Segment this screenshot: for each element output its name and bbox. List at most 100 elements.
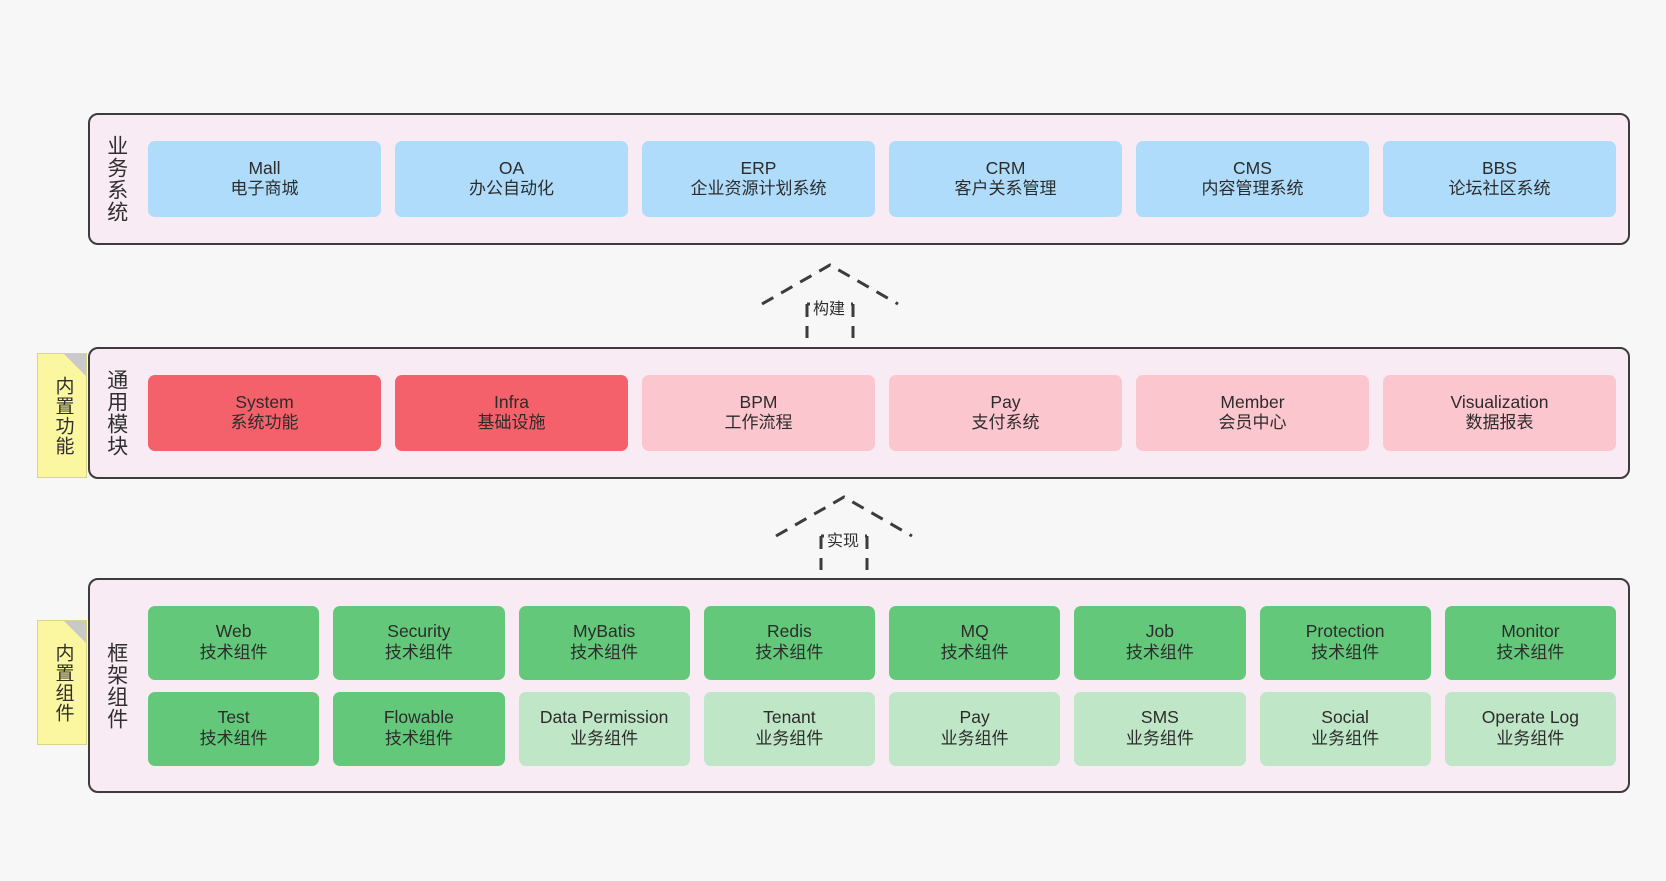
card-pay-module-title: Pay — [990, 391, 1021, 412]
card-member-title: Member — [1220, 391, 1285, 412]
card-member-subtitle: 会员中心 — [1218, 413, 1287, 433]
card-data-permission-title: Data Permission — [539, 707, 669, 728]
card-visualization-title: Visualization — [1450, 391, 1549, 412]
card-social-subtitle: 业务组件 — [1311, 728, 1380, 748]
card-bbs-subtitle: 论坛社区系统 — [1448, 179, 1551, 199]
card-mq-subtitle: 技术组件 — [940, 642, 1009, 662]
connector-implement: 实现 — [774, 494, 914, 572]
note-fold-corner-icon — [64, 354, 86, 376]
card-visualization[interactable]: Visualization 数据报表 — [1383, 375, 1616, 451]
card-mybatis-subtitle: 技术组件 — [570, 642, 639, 662]
card-flowable[interactable]: Flowable 技术组件 — [333, 691, 505, 766]
module-card-row: System 系统功能 Infra 基础设施 BPM 工作流程 Pay 支付系统… — [148, 375, 1616, 451]
card-web-subtitle: 技术组件 — [199, 642, 268, 662]
card-social[interactable]: Social 业务组件 — [1259, 691, 1431, 766]
card-tenant-subtitle: 业务组件 — [755, 728, 824, 748]
card-tenant[interactable]: Tenant 业务组件 — [703, 691, 875, 766]
card-flowable-title: Flowable — [383, 707, 454, 728]
note-builtin-components: 内置组件 — [37, 620, 87, 745]
card-test-title: Test — [217, 707, 250, 728]
note-builtin-features: 内置功能 — [37, 353, 87, 478]
card-security[interactable]: Security 技术组件 — [333, 605, 505, 680]
layer-framework-components-body: Web 技术组件 Security 技术组件 MyBatis 技术组件 Redi… — [142, 580, 1628, 791]
card-crm-subtitle: 客户关系管理 — [954, 179, 1057, 199]
card-redis[interactable]: Redis 技术组件 — [703, 605, 875, 680]
connector-build-label: 构建 — [810, 295, 849, 319]
card-monitor-subtitle: 技术组件 — [1496, 642, 1565, 662]
card-flowable-subtitle: 技术组件 — [384, 728, 453, 748]
card-job[interactable]: Job 技术组件 — [1074, 605, 1246, 680]
card-mybatis[interactable]: MyBatis 技术组件 — [518, 605, 690, 680]
card-erp[interactable]: ERP 企业资源计划系统 — [642, 141, 875, 217]
card-oa[interactable]: OA 办公自动化 — [395, 141, 628, 217]
card-operate-log-subtitle: 业务组件 — [1496, 728, 1565, 748]
card-bpm-subtitle: 工作流程 — [724, 413, 793, 433]
card-sms-subtitle: 业务组件 — [1125, 728, 1194, 748]
card-member[interactable]: Member 会员中心 — [1136, 375, 1369, 451]
framework-biz-row: Test 技术组件 Flowable 技术组件 Data Permission … — [148, 691, 1616, 766]
card-data-permission[interactable]: Data Permission 业务组件 — [518, 691, 690, 766]
card-crm[interactable]: CRM 客户关系管理 — [889, 141, 1122, 217]
card-protection[interactable]: Protection 技术组件 — [1259, 605, 1431, 680]
card-tenant-title: Tenant — [763, 707, 816, 728]
card-cms-title: CMS — [1233, 157, 1272, 178]
card-system-subtitle: 系统功能 — [230, 413, 299, 433]
card-mall-title: Mall — [248, 157, 281, 178]
card-monitor-title: Monitor — [1501, 621, 1560, 642]
card-mall-subtitle: 电子商城 — [230, 179, 299, 199]
card-pay-component[interactable]: Pay 业务组件 — [889, 691, 1061, 766]
card-bpm[interactable]: BPM 工作流程 — [642, 375, 875, 451]
card-security-subtitle: 技术组件 — [384, 642, 453, 662]
card-mybatis-title: MyBatis — [573, 621, 636, 642]
connector-implement-label: 实现 — [824, 527, 863, 551]
business-card-row: Mall 电子商城 OA 办公自动化 ERP 企业资源计划系统 CRM 客户关系… — [148, 141, 1616, 217]
layer-framework-components: 框架组件 Web 技术组件 Security 技术组件 MyBatis 技术组件 — [88, 578, 1630, 793]
card-test[interactable]: Test 技术组件 — [148, 691, 320, 766]
card-infra[interactable]: Infra 基础设施 — [395, 375, 628, 451]
card-operate-log[interactable]: Operate Log 业务组件 — [1444, 691, 1616, 766]
layer-framework-components-label: 框架组件 — [104, 641, 128, 730]
card-oa-subtitle: 办公自动化 — [469, 179, 554, 199]
card-erp-subtitle: 企业资源计划系统 — [690, 179, 827, 199]
card-web[interactable]: Web 技术组件 — [148, 605, 320, 680]
card-cms-subtitle: 内容管理系统 — [1201, 179, 1304, 199]
card-protection-subtitle: 技术组件 — [1311, 642, 1380, 662]
card-erp-title: ERP — [740, 157, 777, 178]
card-visualization-subtitle: 数据报表 — [1465, 413, 1534, 433]
connector-build: 构建 — [760, 262, 900, 340]
card-sms[interactable]: SMS 业务组件 — [1074, 691, 1246, 766]
layer-business-system-body: Mall 电子商城 OA 办公自动化 ERP 企业资源计划系统 CRM 客户关系… — [142, 115, 1628, 243]
card-bbs-title: BBS — [1481, 157, 1518, 178]
card-system-title: System — [235, 391, 294, 412]
card-protection-title: Protection — [1305, 621, 1385, 642]
layer-common-modules-body: System 系统功能 Infra 基础设施 BPM 工作流程 Pay 支付系统… — [142, 349, 1628, 477]
implement-arrowhead — [775, 495, 913, 538]
card-security-title: Security — [387, 621, 451, 642]
card-sms-title: SMS — [1140, 707, 1179, 728]
note-fold-corner-icon — [64, 621, 86, 643]
card-monitor[interactable]: Monitor 技术组件 — [1444, 605, 1616, 680]
card-cms[interactable]: CMS 内容管理系统 — [1136, 141, 1369, 217]
card-pay-component-title: Pay — [959, 707, 990, 728]
layer-business-system-label: 业务系统 — [104, 135, 128, 223]
card-mq[interactable]: MQ 技术组件 — [889, 605, 1061, 680]
layer-business-system: 业务系统 Mall 电子商城 OA 办公自动化 ERP 企业资源计划系统 CRM… — [88, 113, 1630, 245]
card-crm-title: CRM — [985, 157, 1026, 178]
card-system[interactable]: System 系统功能 — [148, 375, 381, 451]
note-builtin-components-label: 内置组件 — [52, 642, 74, 723]
card-job-title: Job — [1145, 621, 1174, 642]
card-pay-module-subtitle: 支付系统 — [971, 413, 1040, 433]
card-bbs[interactable]: BBS 论坛社区系统 — [1383, 141, 1616, 217]
card-job-subtitle: 技术组件 — [1125, 642, 1194, 662]
card-operate-log-title: Operate Log — [1481, 707, 1580, 728]
note-builtin-features-label: 内置功能 — [52, 375, 74, 456]
card-test-subtitle: 技术组件 — [199, 728, 268, 748]
layer-common-modules-label: 通用模块 — [104, 369, 128, 457]
card-pay-module[interactable]: Pay 支付系统 — [889, 375, 1122, 451]
card-redis-subtitle: 技术组件 — [755, 642, 824, 662]
framework-tech-row: Web 技术组件 Security 技术组件 MyBatis 技术组件 Redi… — [148, 605, 1616, 680]
card-mall[interactable]: Mall 电子商城 — [148, 141, 381, 217]
framework-card-grid: Web 技术组件 Security 技术组件 MyBatis 技术组件 Redi… — [148, 605, 1616, 766]
card-web-title: Web — [215, 621, 252, 642]
